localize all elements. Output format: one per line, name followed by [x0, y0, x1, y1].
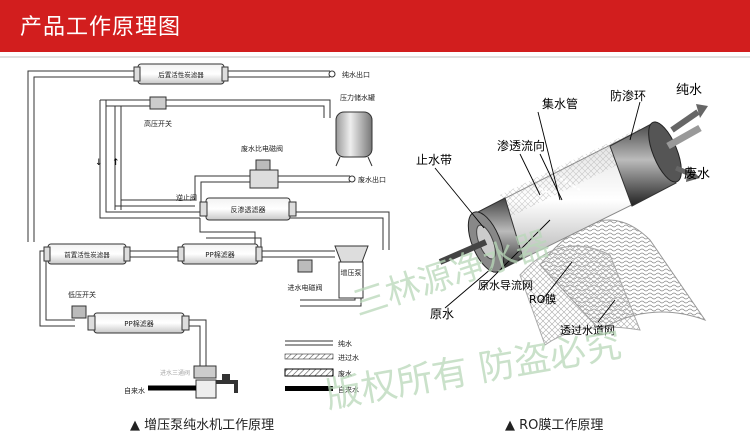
- waste-water-label: 废水: [684, 166, 710, 182]
- header-bar: 产品工作原理图: [0, 0, 750, 52]
- pre-carbon-filter: 前置活性炭滤器: [43, 243, 131, 265]
- arrow-up-icon: ↑: [112, 158, 120, 168]
- svg-text:自来水: 自来水: [338, 385, 359, 394]
- left-caption: ▲ 增压泵纯水机工作原理: [130, 418, 275, 433]
- right-caption: ▲ RO膜工作原理: [505, 418, 604, 433]
- legend-waste: 废水: [284, 368, 352, 378]
- legend-permeate: 进过水: [284, 353, 359, 362]
- low-switch-label: 低压开关: [68, 290, 96, 299]
- pre-carbon-label: 前置活性炭滤器: [64, 250, 110, 259]
- inlet-valve-label: 进水电磁阀: [288, 283, 323, 292]
- pp-filter-bottom: PP棉滤器: [87, 312, 190, 334]
- waste-ratio-valve: 废水比电磁阀: [241, 144, 283, 189]
- ro-filter: 反渗透滤器: [199, 197, 297, 221]
- pure-outlet-label: 纯水出口: [342, 70, 370, 79]
- tee-valve-label: 进水三通阀: [160, 369, 190, 377]
- pump-label-1: 增压泵: [341, 268, 362, 277]
- legend-tap: 自来水: [285, 385, 359, 394]
- tee-valve-tap: 进水三通阀 自来水: [124, 365, 238, 399]
- pipe-network: [27, 70, 390, 366]
- svg-text:废水: 废水: [338, 369, 352, 378]
- waste-outlet-label: 废水出口: [358, 175, 386, 184]
- ro-membrane-label: RO膜: [529, 293, 556, 306]
- ratio-valve-label: 废水比电磁阀: [241, 144, 283, 153]
- pipe-legend: 纯水 进过水 废水 自来水: [284, 339, 359, 394]
- legend-pure: 纯水: [285, 339, 352, 348]
- svg-text:纯水: 纯水: [338, 339, 352, 348]
- pp-filter-top: PP棉滤器: [177, 243, 263, 265]
- high-switch-label: 高压开关: [144, 119, 172, 128]
- pure-water-label: 纯水: [676, 83, 702, 98]
- pressure-tank: 压力储水罐: [335, 93, 375, 167]
- raw-water-label: 原水: [430, 307, 454, 321]
- collect-pipe-label: 集水管: [542, 96, 578, 111]
- arrow-down-icon: ↓: [95, 158, 103, 168]
- ro-membrane-illustration: 纯水 防渗环 集水管 渗透流向 止水带 废水 原水导流网 RO膜 原水 透过水道…: [416, 83, 710, 346]
- pp-top-label: PP棉滤器: [205, 250, 234, 259]
- low-pressure-switch: 低压开关: [68, 290, 96, 319]
- pp-bottom-label: PP棉滤器: [124, 319, 153, 328]
- ro-filter-label: 反渗透滤器: [231, 205, 266, 214]
- tank-label: 压力储水罐: [340, 93, 375, 102]
- tap-water-label: 自来水: [124, 386, 145, 395]
- svg-text:进过水: 进过水: [338, 353, 359, 362]
- watermark-line2: 版权所有 防盗必究: [322, 324, 624, 416]
- check-valve-label: 逆止阀: [176, 193, 197, 202]
- high-pressure-switch: 高压开关: [144, 96, 172, 128]
- raw-guide-net-label: 原水导流网: [478, 278, 533, 292]
- page-title: 产品工作原理图: [20, 15, 182, 40]
- post-filter-label: 后置活性炭滤器: [158, 70, 204, 79]
- booster-pump: 增压泵: [334, 245, 369, 299]
- post-carbon-filter: 后置活性炭滤器: [133, 63, 229, 85]
- seep-direction-label: 渗透流向: [497, 138, 545, 153]
- inlet-solenoid-valve: 进水电磁阀: [288, 259, 323, 292]
- header-divider: [0, 56, 750, 58]
- water-stop-label: 止水带: [416, 153, 452, 167]
- anti-seep-ring-label: 防渗环: [610, 88, 646, 103]
- permeate-net-label: 透过水道网: [560, 323, 615, 337]
